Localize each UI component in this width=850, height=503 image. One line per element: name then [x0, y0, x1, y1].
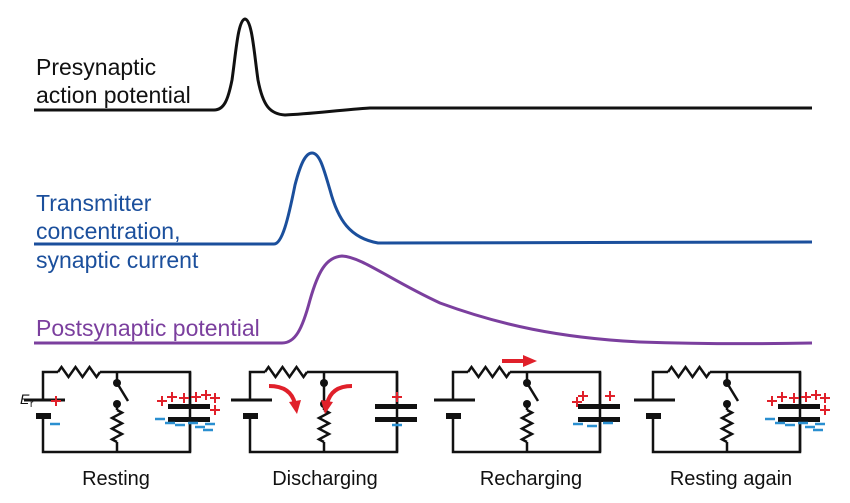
presynaptic-label-line2: action potential: [36, 82, 191, 108]
transmitter-trace: [34, 151, 813, 246]
capacitor-plate-icon: [778, 417, 820, 422]
plus-charge-icon: [777, 392, 787, 402]
plus-charge-icon: [157, 396, 167, 406]
plus-charge-icon: [210, 405, 220, 415]
capacitor-plate-icon: [375, 404, 417, 409]
switch-open-icon: [725, 382, 740, 402]
plus-charge-icon: [51, 396, 61, 406]
circuit-stage-4: [634, 364, 830, 454]
switch-open-icon: [115, 382, 130, 402]
plus-charge-icon: [820, 393, 830, 403]
postsynaptic-trace: [34, 254, 813, 346]
capacitor-plate-icon: [168, 417, 210, 422]
plus-charge-icon: [820, 405, 830, 415]
battery-short-plate-icon: [646, 413, 661, 419]
presynaptic-label-line1: Presynaptic: [36, 54, 157, 80]
plus-charge-icon: [179, 393, 189, 403]
capacitor-plate-icon: [578, 404, 620, 409]
plus-charge-icon: [578, 391, 588, 401]
stage-caption-resting-again: Resting again: [669, 468, 793, 490]
arrowhead-icon: [321, 400, 333, 414]
shunt-resistor-icon: [719, 408, 735, 444]
plus-charge-icon: [191, 392, 201, 402]
series-resistor-icon: [466, 364, 512, 380]
arrowhead-icon: [523, 355, 537, 367]
shunt-resistor-icon: [109, 408, 125, 444]
transmitter-label-line1: Transmitter: [36, 190, 152, 216]
series-resistor-icon: [666, 364, 712, 380]
capacitor-plate-icon: [375, 417, 417, 422]
battery-short-plate-icon: [446, 413, 461, 419]
plus-charge-icon: [605, 391, 615, 401]
series-resistor-icon: [56, 364, 102, 380]
battery-short-plate-icon: [243, 413, 258, 419]
plus-charge-icon: [201, 390, 211, 400]
arrowhead-icon: [289, 400, 301, 414]
plus-charge-icon: [392, 392, 402, 402]
switch-open-icon: [525, 382, 540, 402]
wire: [451, 370, 468, 400]
series-resistor-icon: [263, 364, 309, 380]
circuit-stage-3: [434, 355, 620, 454]
postsynaptic-label: Postsynaptic potential: [36, 315, 260, 341]
plus-charge-icon: [572, 397, 582, 407]
shunt-resistor-icon: [316, 408, 332, 444]
shunt-resistor-icon: [519, 408, 535, 444]
plus-charge-icon: [167, 392, 177, 402]
plus-charge-icon: [789, 393, 799, 403]
stage-caption-recharging: Recharging: [479, 468, 583, 490]
capacitor-plate-icon: [778, 404, 820, 409]
plus-charge-icon: [811, 390, 821, 400]
capacitor-plate-icon: [168, 404, 210, 409]
wire: [651, 370, 668, 400]
transmitter-label-line2: concentration,: [36, 218, 181, 244]
wire: [41, 370, 58, 400]
transmitter-label-line3: synaptic current: [36, 247, 199, 273]
stage-caption-discharging: Discharging: [272, 468, 378, 490]
current-arrow-icon: [325, 384, 353, 405]
battery-label: E: [20, 391, 30, 407]
current-arrow-icon: [268, 384, 297, 405]
plus-charge-icon: [801, 392, 811, 402]
battery-short-plate-icon: [36, 413, 51, 419]
capacitor-plate-icon: [578, 417, 620, 422]
stage-caption-resting: Resting: [82, 468, 150, 490]
battery-subscript: r: [30, 399, 34, 410]
wire: [248, 370, 265, 400]
presynaptic-trace: [34, 17, 812, 117]
plus-charge-icon: [210, 393, 220, 403]
plus-charge-icon: [767, 396, 777, 406]
circuit-stage-2: [231, 364, 417, 454]
